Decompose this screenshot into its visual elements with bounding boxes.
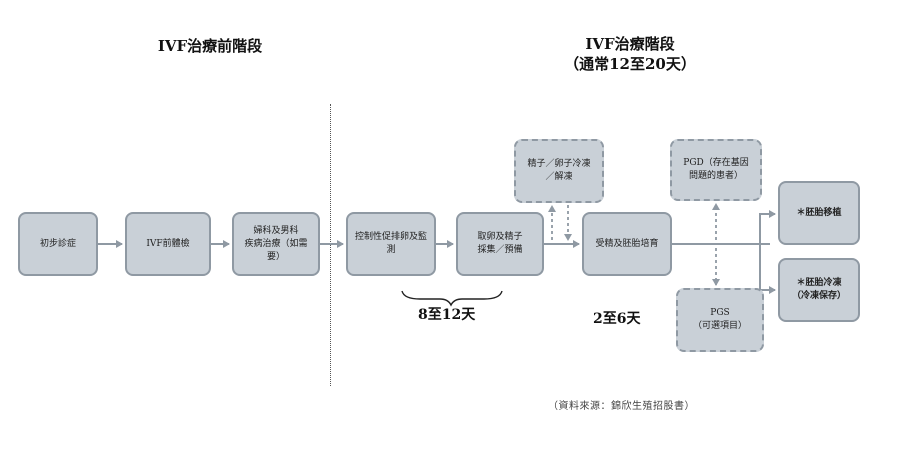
step-initial-consult: 初步診症 bbox=[18, 212, 98, 276]
arrow-to-embryo-freezing bbox=[759, 244, 776, 294]
step-label: 取卵及精子 採集／預備 bbox=[477, 232, 523, 255]
step-label: 控制性促排卵及監測 bbox=[354, 232, 427, 255]
step-disease-treatment: 婦科及男科 疾病治療（如需要） bbox=[232, 212, 320, 276]
step-label: 婦科及男科 疾病治療（如需要） bbox=[244, 225, 308, 262]
source-note: （資料來源：錦欣生殖招股書） bbox=[548, 401, 695, 412]
step-label: ＊胚胎冷凍 （冷凍保存） bbox=[791, 278, 846, 301]
treatment-heading-subtitle: （通常12至20天） bbox=[564, 55, 696, 73]
step-pre-ivf-exam: IVF前體檢 bbox=[125, 212, 211, 276]
culture-duration: 2至6天 bbox=[593, 311, 641, 327]
stimulation-duration: 8至12天 bbox=[418, 307, 476, 323]
step-egg-sperm-collection: 取卵及精子 採集／預備 bbox=[456, 212, 544, 276]
treatment-heading-title: IVF治療階段 bbox=[585, 35, 675, 53]
step-label: ＊胚胎移植 bbox=[796, 207, 842, 218]
step-pgs: PGS （可選項目） bbox=[676, 288, 764, 352]
arrow-to-embryo-transfer bbox=[759, 210, 776, 244]
step-controlled-ovulation: 控制性促排卵及監測 bbox=[346, 212, 436, 276]
step-label: IVF前體檢 bbox=[146, 238, 190, 249]
step-label: 初步診症 bbox=[39, 238, 76, 249]
step-fertilization-culture: 受精及胚胎培育 bbox=[582, 212, 672, 276]
step-label: 受精及胚胎培育 bbox=[595, 238, 659, 249]
pre-treatment-heading: IVF治療前階段 bbox=[157, 37, 263, 55]
step-sperm-egg-freezing: 精子／卵子冷凍 ／解凍 bbox=[514, 139, 604, 203]
step-pgd: PGD（存在基因 問題的患者） bbox=[670, 139, 762, 201]
step-embryo-transfer: ＊胚胎移植 bbox=[778, 181, 860, 245]
duration-brace bbox=[401, 290, 503, 307]
step-embryo-freezing: ＊胚胎冷凍 （冷凍保存） bbox=[778, 258, 860, 322]
step-label: PGD（存在基因 問題的患者） bbox=[683, 158, 749, 181]
step-label: 精子／卵子冷凍 ／解凍 bbox=[527, 159, 591, 182]
treatment-heading: IVF治療階段 （通常12至20天） bbox=[520, 34, 740, 74]
step-label: PGS （可選項目） bbox=[692, 308, 747, 331]
